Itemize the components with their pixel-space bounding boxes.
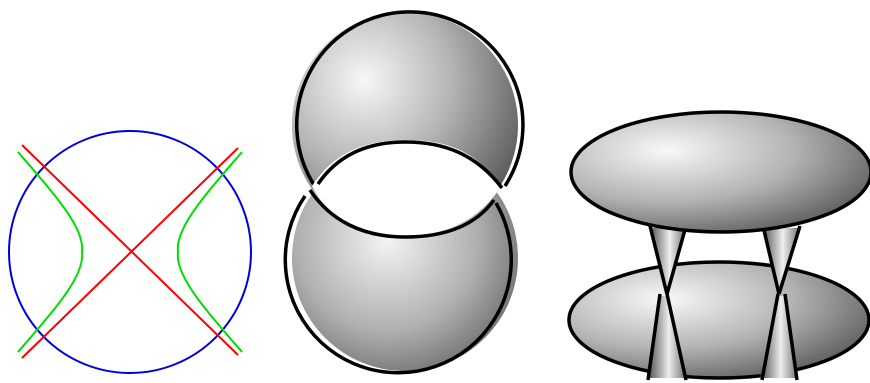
green-hyperbola-left-branch	[17, 151, 84, 353]
sphere-intersection-hole	[312, 140, 500, 236]
right-neck-upper	[762, 228, 800, 292]
red-line-descending	[21, 144, 239, 356]
upper-ellipsoid	[569, 110, 870, 234]
left-neck-upper	[650, 228, 686, 292]
red-line-ascending	[21, 147, 239, 359]
upper-sphere-outline-right	[404, 10, 525, 187]
intersection-rim-upper	[316, 140, 504, 190]
left-neck-lower-edge-a	[646, 293, 662, 381]
two-ellipsoids-panel	[567, 110, 870, 381]
left-neck-upper-edge-b	[665, 225, 688, 295]
intersection-rim-lower	[308, 189, 496, 239]
left-neck-upper-edge-a	[648, 225, 669, 295]
right-neck-upper-edge-a	[761, 225, 781, 295]
two-spheres-panel	[283, 10, 525, 375]
green-hyperbola-right-branch	[176, 151, 243, 353]
right-neck-upper-edge-b	[777, 225, 802, 295]
right-neck-lower-edge-b	[783, 293, 799, 381]
right-neck-lower-edge-a	[760, 293, 780, 381]
lower-ellipsoid	[567, 260, 870, 380]
conic-panel	[8, 130, 252, 374]
lower-sphere-outline	[283, 195, 514, 375]
left-neck-lower-edge-b	[665, 293, 688, 381]
blue-circle	[8, 130, 252, 374]
upper-sphere-outline-left	[295, 10, 406, 189]
